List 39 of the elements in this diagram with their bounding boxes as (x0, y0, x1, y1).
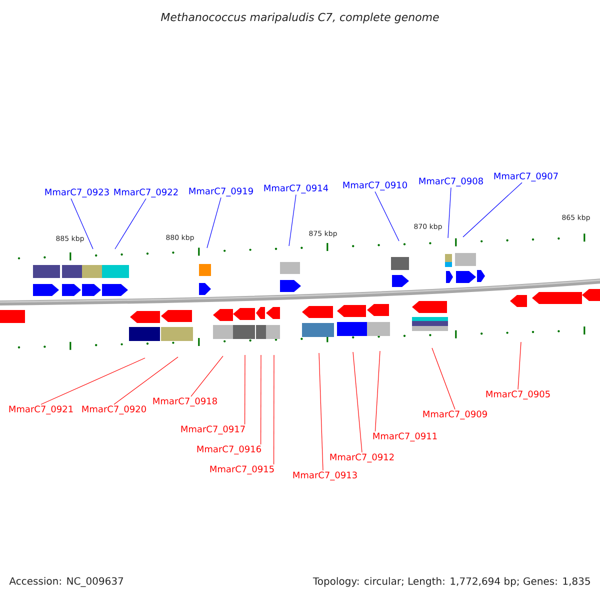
gene-label: MmarC7_0910 (343, 182, 407, 190)
leader-line (190, 356, 224, 397)
gene-label: MmarC7_0922 (114, 188, 178, 198)
leader-line (448, 187, 452, 238)
gene-label: MmarC7_0921 (9, 406, 73, 414)
leader-line (374, 191, 400, 242)
gene-label: MmarC7_0905 (486, 390, 550, 400)
gene-label: MmarC7_0917 (181, 426, 245, 434)
footer-text: Topology: circular; Length: 1,772,694 bp; Genes: 1,835 (312, 577, 590, 587)
leader-line (260, 354, 262, 445)
gene-label: MmarC7_0909 (423, 410, 487, 420)
gene-label: MmarC7_0916 (197, 446, 261, 454)
leader-line (40, 358, 146, 405)
gene-label: MmarC7_0907 (494, 172, 558, 182)
leader-line (518, 342, 522, 390)
diagram-title: Methanococcus maripaludis C7, complete genome (161, 12, 439, 24)
leader-line (288, 194, 296, 246)
gene-label: MmarC7_0913 (293, 472, 357, 480)
leader-line (114, 356, 178, 405)
gene-label: MmarC7_0914 (264, 184, 328, 194)
gene-label: MmarC7_0915 (210, 466, 274, 474)
gene-label: MmarC7_0918 (153, 398, 217, 406)
leader-line (352, 352, 362, 453)
leader-line (462, 182, 522, 238)
leader-line (244, 354, 246, 425)
leader-line (70, 198, 94, 250)
gene-label: MmarC7_0911 (373, 432, 437, 442)
gene-label: MmarC7_0908 (419, 178, 483, 186)
gene-label: MmarC7_0912 (330, 454, 394, 462)
leader-line (114, 198, 146, 250)
footer-text: Accession: NC_009637 (9, 577, 124, 587)
leader-line (206, 197, 222, 248)
gene-label: MmarC7_0920 (82, 406, 146, 414)
leader-line (374, 350, 380, 432)
gene-label: MmarC7_0919 (189, 188, 253, 196)
leader-line (273, 354, 274, 465)
gene-label: MmarC7_0923 (45, 188, 109, 198)
leader-line (318, 352, 324, 471)
leader-line (432, 348, 456, 410)
